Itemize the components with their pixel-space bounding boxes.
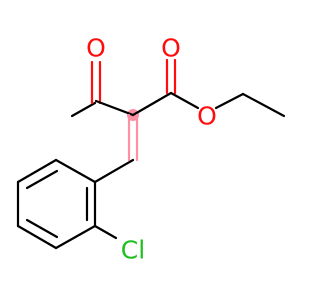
oxygen-ester-carbonyl-label: O (161, 34, 181, 63)
molecule-structure: O O O Cl (16, 34, 286, 265)
molecule-canvas: O O O Cl (16, 34, 286, 265)
bond-ethyl (241, 92, 286, 118)
ring-inner-bond-1 (25, 169, 59, 190)
ring-bond-4 (16, 224, 58, 250)
bond-ring-cl (93, 224, 118, 240)
chlorine-label: Cl (121, 236, 145, 265)
bond-ester-o-ch2 (214, 92, 245, 110)
ring-bond-5 (54, 224, 97, 250)
ring-inner-bond-2 (25, 218, 59, 239)
bond-vinyl-ring (93, 158, 135, 184)
oxygen-ketone-label: O (86, 34, 106, 63)
ring-bond-2 (16, 158, 58, 184)
oxygen-ester-ether-label: O (197, 102, 217, 131)
bond-carbonyl-alpha (94, 99, 135, 117)
bond-ester-c-o-single (169, 91, 200, 110)
bond-alpha-ester-carbon (131, 91, 173, 117)
bond-methyl-carbonyl (70, 101, 97, 118)
ring-bond-1 (54, 158, 97, 184)
